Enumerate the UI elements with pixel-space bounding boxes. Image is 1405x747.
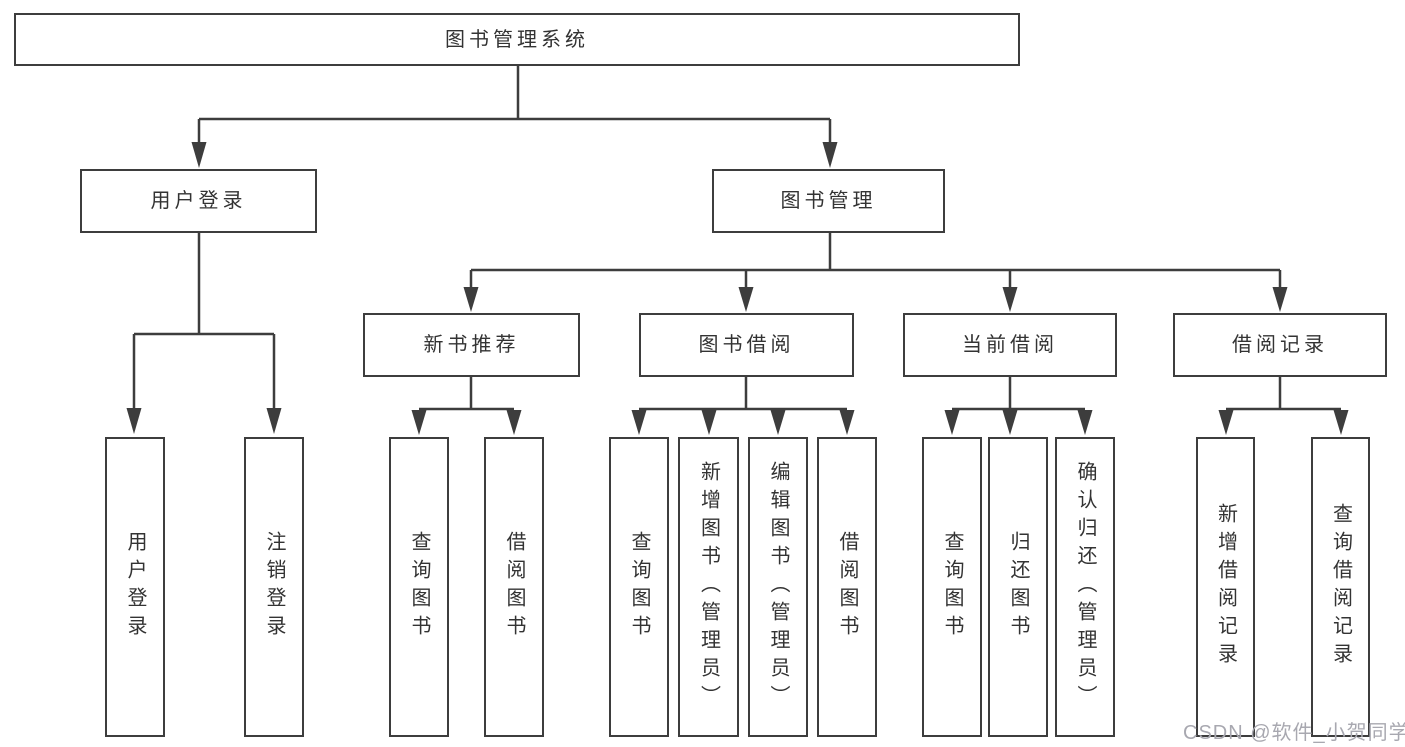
node-leaf-user-login: 用户登录 — [105, 437, 165, 737]
node-leaf-return-books: 归还图书 — [988, 437, 1048, 737]
node-leaf-edit-books-admin: 编辑图书（管理员） — [748, 437, 808, 737]
node-book-management: 图书管理 — [712, 169, 945, 233]
node-new-book-recommendation: 新书推荐 — [363, 313, 580, 377]
node-current-borrowing: 当前借阅 — [903, 313, 1117, 377]
node-leaf-borrow-books-borrowing: 借阅图书 — [817, 437, 877, 737]
node-book-borrowing: 图书借阅 — [639, 313, 854, 377]
node-leaf-query-borrowing-record: 查询借阅记录 — [1311, 437, 1370, 737]
node-leaf-borrow-books-recommend: 借阅图书 — [484, 437, 544, 737]
node-leaf-query-books-current: 查询图书 — [922, 437, 982, 737]
node-leaf-confirm-return-admin: 确认归还（管理员） — [1055, 437, 1115, 737]
node-leaf-add-books-admin: 新增图书（管理员） — [678, 437, 739, 737]
node-leaf-add-borrowing-record: 新增借阅记录 — [1196, 437, 1255, 737]
node-borrowing-records: 借阅记录 — [1173, 313, 1387, 377]
node-leaf-logout: 注销登录 — [244, 437, 304, 737]
node-root-library-management-system: 图书管理系统 — [14, 13, 1020, 66]
node-leaf-query-books-recommend: 查询图书 — [389, 437, 449, 737]
node-leaf-query-books-borrowing: 查询图书 — [609, 437, 669, 737]
node-user-login: 用户登录 — [80, 169, 317, 233]
watermark: CSDN @软件_小贺同学 — [1183, 722, 1405, 744]
